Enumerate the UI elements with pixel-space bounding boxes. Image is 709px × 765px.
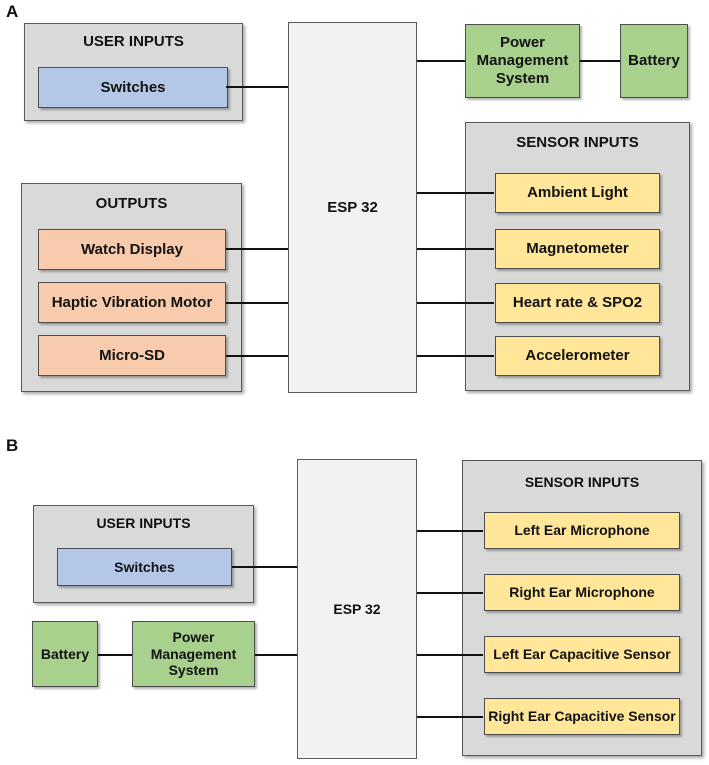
panel-b-user-inputs-group: USER INPUTS Switches	[33, 505, 254, 603]
panel-b-switches-box: Switches	[57, 548, 232, 586]
panel-a-power-management-box: Power Management System	[465, 24, 580, 98]
panel-a-user-inputs-title: USER INPUTS	[83, 33, 184, 50]
panel-a-watch-display-connector	[226, 248, 288, 250]
panel-b-left-ear-microphone-box: Left Ear Microphone	[484, 512, 680, 549]
panel-a-heart-rate-box: Heart rate & SPO2	[495, 283, 660, 323]
panel-b-label: B	[6, 436, 19, 455]
panel-a-sensor-inputs-group: SENSOR INPUTS Ambient Light Magnetometer…	[465, 122, 690, 391]
panel-a-user-inputs-group: USER INPUTS Switches	[24, 23, 243, 121]
panel-a-sensor-inputs-title: SENSOR INPUTS	[516, 134, 639, 151]
panel-a-battery-connector	[580, 60, 620, 62]
panel-a-haptic-motor-box: Haptic Vibration Motor	[38, 282, 226, 323]
panel-a-magnetometer-connector	[417, 248, 494, 250]
panel-a-ambient-light-connector	[417, 192, 494, 194]
panel-b-left-ear-capacitive-box: Left Ear Capacitive Sensor	[484, 636, 680, 673]
panel-b-sensor-inputs-group: SENSOR INPUTS Left Ear Microphone Right …	[462, 460, 702, 756]
panel-a-micro-sd-box: Micro-SD	[38, 335, 226, 376]
panel-a-esp32-block: ESP 32	[288, 22, 417, 393]
panel-a-outputs-title: OUTPUTS	[95, 195, 168, 212]
panel-b-battery-box: Battery	[32, 621, 98, 687]
panel-b-switches-connector	[232, 566, 297, 568]
panel-b-sensor-inputs-title: SENSOR INPUTS	[524, 474, 640, 490]
panel-b-power-management-box: Power Management System	[132, 621, 255, 687]
panel-a-heart-rate-connector	[417, 302, 494, 304]
panel-a-power-connector	[417, 60, 465, 62]
panel-b-left-ear-microphone-connector	[417, 530, 483, 532]
panel-b-esp32-block: ESP 32	[297, 459, 417, 759]
panel-a-watch-display-box: Watch Display	[38, 229, 226, 270]
panel-b-user-inputs-title: USER INPUTS	[96, 515, 191, 531]
panel-a-switches-box: Switches	[38, 67, 228, 108]
panel-a-battery-box: Battery	[620, 24, 688, 98]
panel-a-haptic-connector	[226, 302, 288, 304]
panel-a-outputs-group: OUTPUTS Watch Display Haptic Vibration M…	[21, 183, 242, 392]
panel-b-right-ear-microphone-connector	[417, 592, 483, 594]
panel-b-left-ear-capacitive-connector	[417, 654, 483, 656]
panel-b-power-connector	[255, 654, 297, 656]
panel-a-ambient-light-box: Ambient Light	[495, 173, 660, 213]
panel-b-battery-connector	[98, 654, 132, 656]
panel-b-right-ear-microphone-box: Right Ear Microphone	[484, 574, 680, 611]
panel-a-accelerometer-box: Accelerometer	[495, 336, 660, 376]
panel-b-right-ear-capacitive-box: Right Ear Capacitive Sensor	[484, 698, 680, 735]
panel-a-micro-sd-connector	[226, 355, 288, 357]
panel-a-label: A	[6, 2, 19, 21]
panel-b-right-ear-capacitive-connector	[417, 716, 483, 718]
panel-a-magnetometer-box: Magnetometer	[495, 229, 660, 269]
panel-a-accelerometer-connector	[417, 355, 494, 357]
panel-a-switches-connector	[226, 86, 288, 88]
